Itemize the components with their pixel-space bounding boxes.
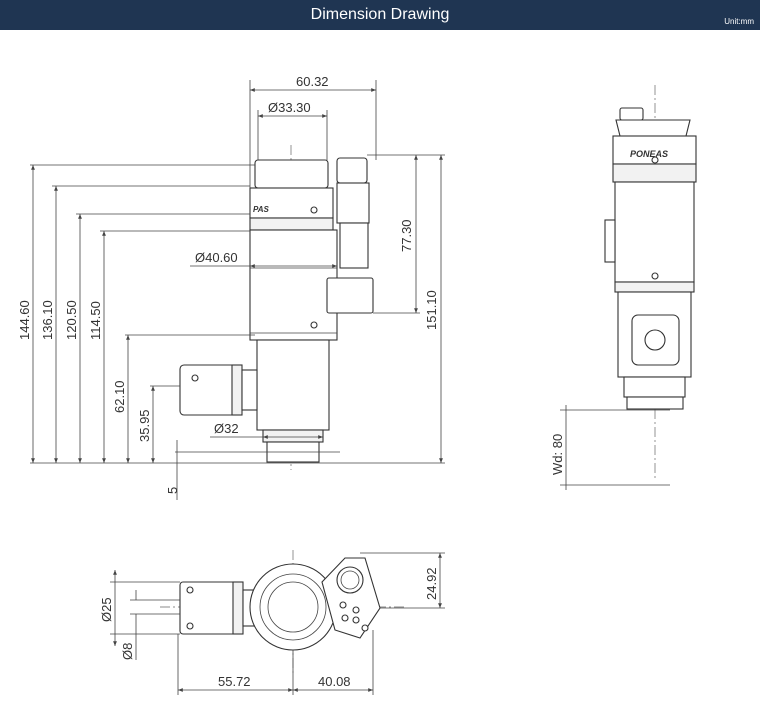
side-screw-1 <box>651 156 659 164</box>
dim-dia-8: Ø8 <box>120 643 135 660</box>
dim-h-5: 5 <box>165 487 180 494</box>
dim-h-120: 120.50 <box>64 300 79 340</box>
dim-h-144: 144.60 <box>17 300 32 340</box>
side-left-tab <box>604 219 616 263</box>
dim-w-40: 40.08 <box>318 674 351 689</box>
top-cap <box>254 159 329 189</box>
bottom-screw-1 <box>186 586 194 594</box>
bottom-main-circle <box>249 563 337 651</box>
body-main <box>249 229 338 341</box>
dim-w-55: 55.72 <box>218 674 251 689</box>
illum-port <box>179 364 238 416</box>
front-screw-1 <box>310 206 318 214</box>
side-top-knob <box>619 107 644 121</box>
side-port-hole <box>644 329 666 351</box>
front-brand-mark: PAS <box>253 205 270 214</box>
side-main-body <box>614 181 695 283</box>
bottom-hole-4 <box>341 614 349 622</box>
bottom-view: Ø25 Ø8 55.72 40.08 24.92 <box>99 550 445 695</box>
bottom-hole-3 <box>352 616 360 624</box>
lower-ring <box>262 429 324 443</box>
side-port-body <box>336 182 370 224</box>
front-screw-2 <box>310 321 318 329</box>
dim-h-77: 77.30 <box>399 219 414 252</box>
dim-h-136: 136.10 <box>40 300 55 340</box>
dim-dia-top: Ø33.30 <box>268 100 311 115</box>
illum-connector <box>241 369 258 411</box>
side-port-lower <box>339 222 369 269</box>
header-bar <box>0 0 760 30</box>
bottom-inner-circle <box>259 573 327 641</box>
body-band <box>249 217 334 231</box>
dim-h-24: 24.92 <box>424 567 439 600</box>
side-screw-2 <box>651 272 659 280</box>
side-lower-band <box>614 281 695 293</box>
dim-dia-25: Ø25 <box>99 597 114 622</box>
side-view: PONEAS Wd: 80 <box>550 85 697 490</box>
bottom-bracket-port-inner <box>340 570 360 590</box>
bottom-left-ring <box>232 581 244 635</box>
side-port-top <box>336 157 368 184</box>
bottom-hole-5 <box>361 624 369 632</box>
page-title: Dimension Drawing <box>310 6 450 23</box>
front-view: PAS <box>17 74 445 500</box>
dim-h-62: 62.10 <box>112 380 127 413</box>
dim-dia-bottom: Ø32 <box>214 421 239 436</box>
bottom-hole-1 <box>339 601 347 609</box>
lower-tube <box>256 339 330 431</box>
dim-h-35: 35.95 <box>137 409 152 442</box>
side-bottom-tip <box>626 396 684 410</box>
bottom-hole-2 <box>352 606 360 614</box>
dim-h-151: 151.10 <box>424 290 439 330</box>
illum-screw <box>191 374 199 382</box>
dim-width-top: 60.32 <box>296 74 329 89</box>
bottom-screw-2 <box>186 622 194 630</box>
side-bottom-ring <box>623 376 686 398</box>
side-top-cap <box>615 119 691 137</box>
bottom-core-circle <box>267 581 319 633</box>
unit-label: Unit:mm <box>724 17 754 26</box>
dim-h-114: 114.50 <box>88 301 103 340</box>
side-wd-label: Wd: 80 <box>550 434 565 475</box>
side-port-block <box>326 277 374 314</box>
illum-ring <box>231 364 243 416</box>
side-band <box>612 163 697 183</box>
side-brand: PONEAS <box>630 149 668 159</box>
dim-dia-mid: Ø40.60 <box>195 250 238 265</box>
